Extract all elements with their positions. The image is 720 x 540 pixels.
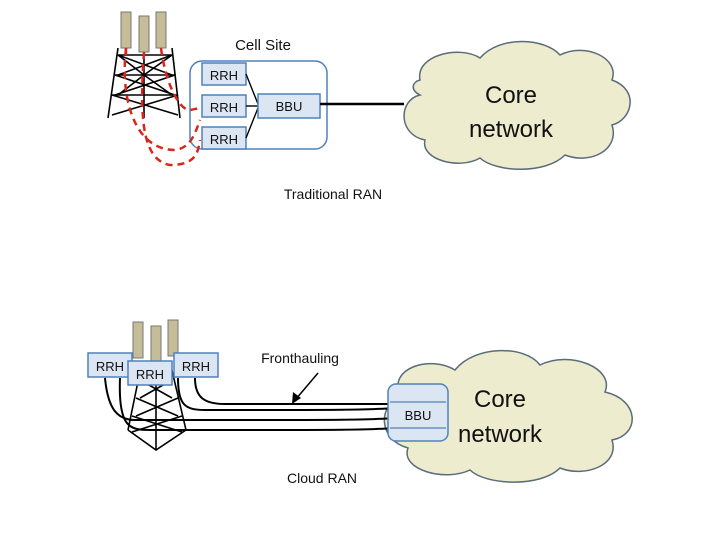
core-network-label-line1: Core [474, 386, 526, 413]
rrh-label: RRH [210, 68, 238, 83]
rrh-label: RRH [136, 367, 164, 382]
rrh-box [87, 352, 133, 378]
core-network-label-line2: network [458, 421, 543, 448]
traditional-ran: Core network Cell Site RRH RRH [107, 11, 631, 202]
cell-site-label: Cell Site [235, 37, 291, 54]
core-network-cloud [403, 40, 631, 170]
arrow-icon [292, 372, 319, 404]
cloud-ran: Core network RRH RRH RRH Fronthauling [87, 319, 633, 486]
rrh-label: RRH [182, 359, 210, 374]
rrh-label: RRH [210, 100, 238, 115]
antenna-icon [167, 319, 179, 357]
fronthauling-label: Fronthauling [261, 350, 339, 366]
antenna-icon [120, 11, 132, 49]
rrh-box [173, 352, 219, 378]
traditional-ran-caption: Traditional RAN [284, 186, 382, 202]
feeder-cables [123, 47, 202, 167]
antenna-icon [132, 321, 144, 359]
rrh-label: RRH [210, 132, 238, 147]
bbu-label: BBU [276, 99, 303, 114]
rrh-bbu-links [245, 73, 259, 139]
bbu-box [257, 93, 321, 119]
core-network-label-line2: network [469, 116, 554, 143]
cloud-ran-caption: Cloud RAN [287, 470, 357, 486]
bbu-label: BBU [405, 408, 432, 423]
rrh-box [127, 360, 173, 386]
fronthaul-fibers [104, 377, 396, 431]
core-network-cloud [383, 349, 633, 483]
antenna-icon [155, 11, 167, 49]
bbu-pool-box [387, 383, 449, 442]
core-network-label-line1: Core [485, 82, 537, 109]
rrh-label: RRH [96, 359, 124, 374]
antenna-icon [150, 325, 162, 363]
antenna-icon [138, 15, 150, 53]
